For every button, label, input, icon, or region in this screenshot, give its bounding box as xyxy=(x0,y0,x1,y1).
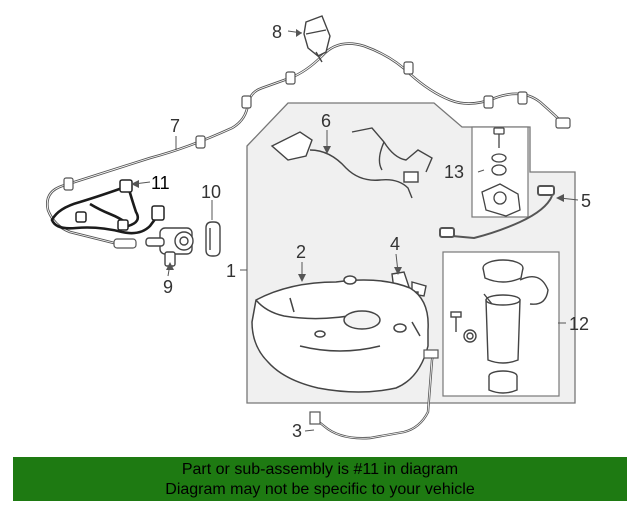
leader-arrowheads xyxy=(131,29,564,282)
part-9-valve xyxy=(145,227,194,267)
callout-8: 8 xyxy=(272,22,282,42)
callout-13: 13 xyxy=(444,162,464,182)
part-11-wire-harness xyxy=(50,184,162,235)
banner-line-2: Diagram may not be specific to your vehi… xyxy=(165,481,475,498)
part-13-pump-parts xyxy=(481,127,521,217)
part-12-pump-module xyxy=(450,259,549,394)
pipe-end-fitting xyxy=(113,238,137,249)
callout-1: 1 xyxy=(226,261,236,281)
callout-2: 2 xyxy=(296,242,306,262)
callout-5: 5 xyxy=(581,191,591,211)
callout-7: 7 xyxy=(170,116,180,136)
pipe-clips xyxy=(63,61,571,191)
part-5-fuel-line xyxy=(439,185,555,240)
part-3-strap xyxy=(309,349,439,440)
callout-3: 3 xyxy=(292,421,302,441)
info-banner: Part or sub-assembly is #11 in diagram D… xyxy=(13,457,627,501)
part-8-sensor xyxy=(303,15,331,63)
callout-9: 9 xyxy=(163,277,173,297)
part-6-harness xyxy=(270,127,433,199)
part-11-connectors xyxy=(75,179,165,231)
vent-pipe xyxy=(46,42,569,246)
parts-diagram: 8 7 6 13 5 11 10 9 2 4 1 12 3 xyxy=(46,15,591,441)
part-10-clip xyxy=(205,221,221,257)
callout-11: 11 xyxy=(151,173,170,193)
callout-4: 4 xyxy=(390,234,400,254)
banner-line-1: Part or sub-assembly is #11 in diagram xyxy=(181,461,459,478)
callout-12: 12 xyxy=(569,314,589,334)
callout-6: 6 xyxy=(321,111,331,131)
part-2-fuel-tank xyxy=(251,275,429,393)
callout-10: 10 xyxy=(201,182,221,202)
